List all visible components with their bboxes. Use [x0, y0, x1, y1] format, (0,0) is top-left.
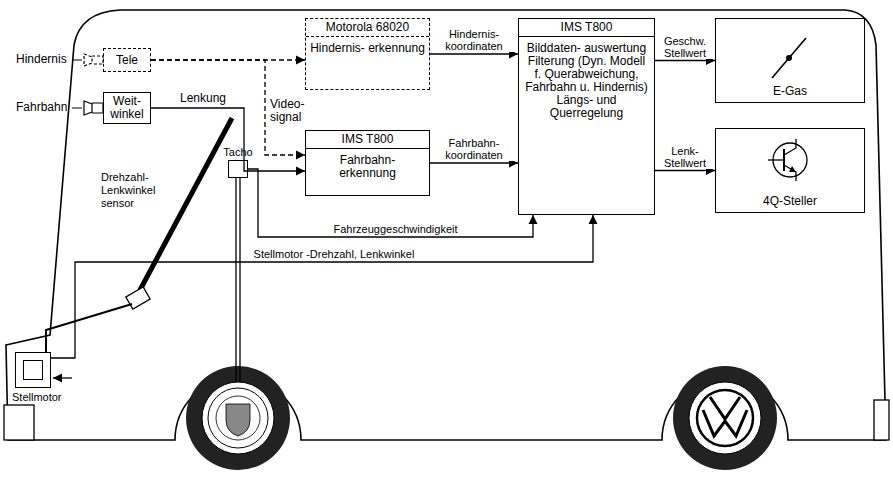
steering-column — [46, 304, 132, 352]
hub-emblem-ring — [208, 388, 268, 448]
front-bumper — [4, 405, 34, 440]
edge-label: Fahrbahn- koordinaten — [431, 137, 517, 161]
rear-hub — [689, 382, 761, 454]
tacho-shaft — [235, 178, 236, 382]
vw-logo-v — [710, 397, 740, 419]
processor-box: Motorola 68020Hindernis- erkennung — [305, 18, 430, 90]
box-title: Tele — [116, 54, 138, 67]
front-hub — [202, 382, 274, 454]
part-label: Lenkung — [180, 92, 226, 105]
edge-label: Geschw. Stellwert — [655, 35, 715, 59]
edge-label: Fahrzeuggeschwindigkeit — [331, 223, 459, 235]
box-title: Tacho — [223, 146, 252, 159]
box-title: IMS T800 — [519, 19, 654, 37]
input-label: Hindernis — [16, 53, 67, 66]
hub-emblem-ring — [216, 396, 260, 440]
box-title: IMS T800 — [306, 131, 429, 149]
camera-box: Tele — [103, 48, 151, 72]
transistor-lead — [768, 159, 784, 160]
edge-label: Stellmotor -Drehzahl, Lenkwinkel — [252, 248, 417, 260]
throttle-symbol — [772, 38, 806, 78]
transistor-arrow — [789, 166, 796, 172]
throttle-pivot — [786, 55, 792, 61]
box-title: E-Gas — [773, 85, 807, 98]
vw-logo-w — [703, 410, 747, 436]
vw-logo-ring — [697, 390, 753, 446]
camera-wide — [84, 101, 103, 115]
front-tire — [186, 366, 290, 470]
signal-label: Video- signal — [270, 98, 306, 124]
tacho-shaft — [239, 178, 240, 382]
box-text: Hindernis- erkennung — [306, 37, 429, 60]
rear-tire — [673, 366, 777, 470]
motor-drive-arrow — [53, 377, 72, 378]
signal-arrow — [51, 215, 593, 358]
transistor-emitter — [784, 165, 796, 181]
motor-box: Stellmotor — [15, 352, 51, 388]
signal-arrow — [430, 162, 518, 163]
box-text: Bilddaten- auswertung Filterung (Dyn. Mo… — [519, 37, 654, 125]
box-title: Stellmotor — [12, 391, 62, 404]
leader-line — [72, 108, 82, 109]
sensor-box: TachoDrehzahl- Lenkwinkel sensor — [228, 160, 248, 178]
signal-arrow — [655, 170, 715, 171]
box-title: Motorola 68020 — [306, 19, 429, 37]
steering-wheel-bar — [140, 118, 232, 290]
edge-label: Lenk- Stellwert — [655, 145, 715, 169]
transistor-collector — [784, 139, 796, 155]
hub-emblem-shield — [226, 404, 250, 436]
processor-box: IMS T800Bilddaten- auswertung Filterung … — [518, 18, 655, 215]
camera-box: Weit- winkel — [103, 92, 151, 124]
signal-arrow — [655, 60, 715, 61]
input-label: Fahrbahn — [16, 101, 67, 114]
edge-label: Hindernis- koordinaten — [431, 28, 517, 52]
camera-tele — [84, 54, 103, 66]
actuator-box: E-Gas — [715, 18, 865, 103]
rear-bumper — [874, 400, 889, 440]
leader-line — [72, 60, 82, 61]
actuator-box: 4Q-Steller — [715, 128, 865, 213]
signal-arrow — [430, 53, 518, 54]
processor-box: IMS T800Fahrbahn- erkennung — [305, 130, 430, 196]
box-title: 4Q-Steller — [763, 195, 817, 208]
box-text: Drehzahl- Lenkwinkel sensor — [101, 171, 167, 210]
box-title: Weit- winkel — [106, 95, 148, 121]
box-text: Fahrbahn- erkennung — [306, 149, 429, 185]
